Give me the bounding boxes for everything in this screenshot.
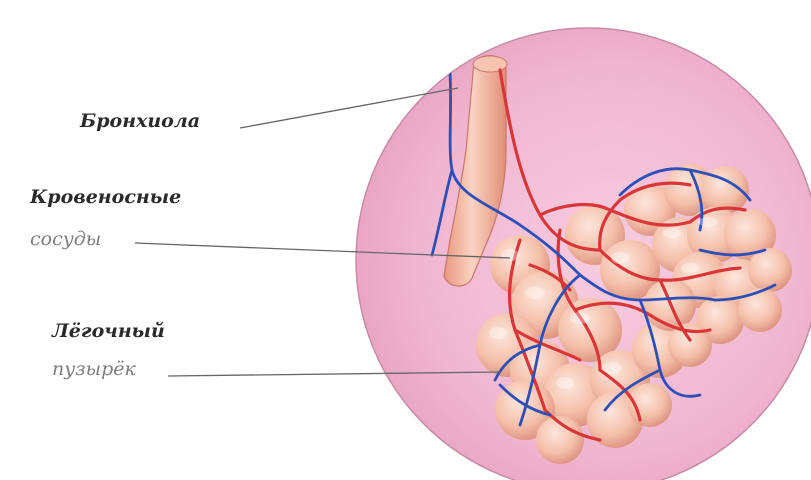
label-vessels-subtitle: сосуды — [30, 230, 101, 249]
label-bronchiole: Бронхиола — [80, 112, 200, 131]
label-alveolus-title: Лёгочный — [52, 322, 165, 341]
label-alveolus-subtitle: пузырёк — [52, 360, 136, 379]
bronchiole-opening — [473, 56, 507, 72]
label-vessels-title: Кровеносные — [30, 188, 181, 207]
